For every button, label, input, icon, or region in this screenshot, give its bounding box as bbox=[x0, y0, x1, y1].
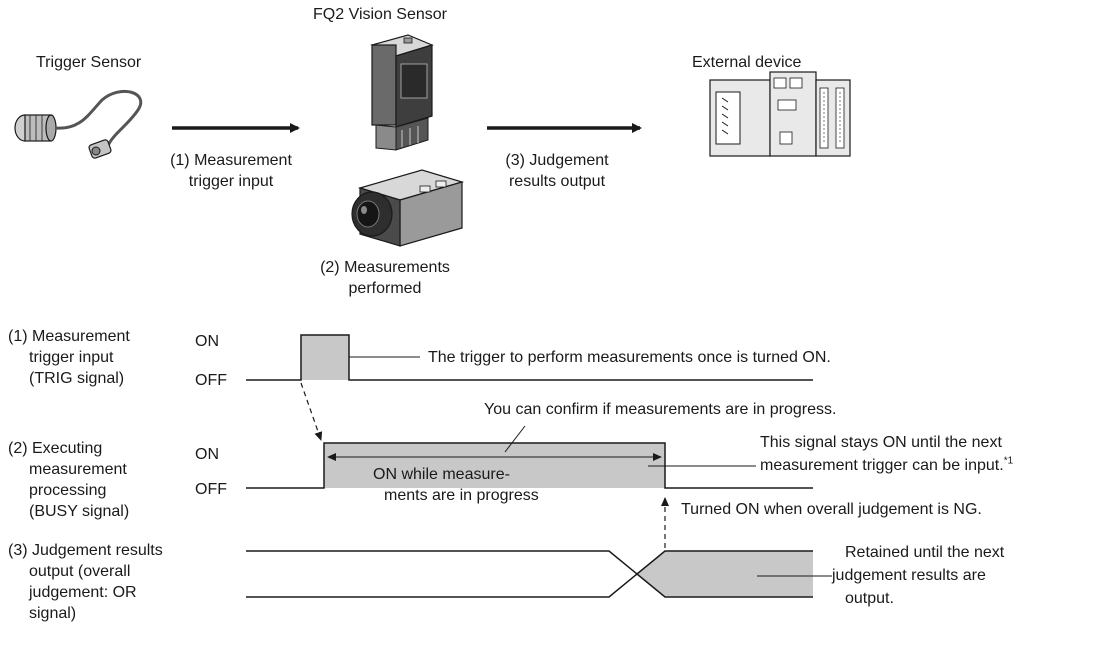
row3-label-line3: judgement: OR bbox=[29, 584, 137, 601]
trigger-sensor-label: Trigger Sensor bbox=[36, 54, 142, 71]
row1-label-line1: (1) Measurement bbox=[8, 328, 130, 345]
row2-label-line3: processing bbox=[29, 482, 107, 499]
footnote-marker: *1 bbox=[1003, 455, 1014, 467]
stays-note-line2: measurement trigger can be input.*1 bbox=[760, 455, 1013, 476]
stays-note-line2-text: measurement trigger can be input. bbox=[760, 457, 1004, 474]
external-device-image bbox=[709, 71, 851, 157]
step2-label-line1: (2) Measurements bbox=[320, 259, 450, 276]
busy-signal-waveform bbox=[246, 442, 813, 489]
vision-sensor-front-image bbox=[370, 34, 434, 151]
vision-sensor-side-image bbox=[351, 169, 465, 247]
trigger-sensor-image bbox=[14, 89, 143, 159]
row3-label-line4: signal) bbox=[29, 605, 77, 622]
step1-label-line2: trigger input bbox=[188, 173, 274, 190]
step1-label-line1: (1) Measurement bbox=[170, 152, 292, 169]
row1-label-line3: (TRIG signal) bbox=[29, 370, 125, 387]
row2-label-line4: (BUSY signal) bbox=[29, 503, 130, 520]
retained-note-line1: Retained until the next bbox=[845, 544, 1005, 561]
stays-note-line1: This signal stays ON until the next bbox=[760, 434, 1002, 451]
confirm-note-leader bbox=[504, 425, 526, 453]
external-device-label: External device bbox=[692, 54, 802, 71]
retained-note-line3: output. bbox=[845, 590, 894, 607]
step3-label-line2: results output bbox=[508, 173, 606, 190]
row2-off-label: OFF bbox=[195, 481, 227, 498]
trig-to-busy-dashed-arrow bbox=[300, 382, 323, 441]
ng-note: Turned ON when overall judgement is NG. bbox=[681, 501, 982, 518]
row2-label-line2: measurement bbox=[29, 461, 127, 478]
busy-inside-line1: ON while measure- bbox=[373, 466, 510, 483]
retained-note-line2: judgement results are bbox=[832, 567, 986, 584]
row1-off-label: OFF bbox=[195, 372, 227, 389]
row2-label-line1: (2) Executing bbox=[8, 440, 103, 457]
row2-on-label: ON bbox=[195, 446, 219, 463]
or-signal-waveform bbox=[246, 550, 813, 598]
step2-label-line2: performed bbox=[348, 280, 422, 297]
trig-signal-waveform bbox=[246, 334, 813, 381]
trig-note: The trigger to perform measurements once… bbox=[428, 349, 831, 366]
step3-label-line1: (3) Judgement bbox=[505, 152, 609, 169]
confirm-note: You can confirm if measurements are in p… bbox=[484, 401, 837, 418]
row1-on-label: ON bbox=[195, 333, 219, 350]
vision-sensor-label: FQ2 Vision Sensor bbox=[313, 6, 447, 23]
busy-inside-line2: ments are in progress bbox=[384, 487, 539, 504]
row3-label-line1: (3) Judgement results bbox=[8, 542, 163, 559]
row1-label-line2: trigger input bbox=[29, 349, 114, 366]
row3-label-line2: output (overall bbox=[29, 563, 131, 580]
